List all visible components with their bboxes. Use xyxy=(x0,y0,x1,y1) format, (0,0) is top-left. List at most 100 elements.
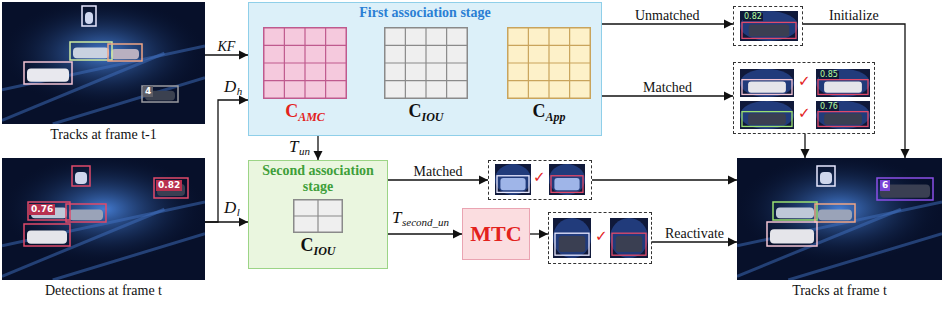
connector-arrow xyxy=(530,233,548,234)
track-box xyxy=(551,176,583,193)
crop-mark: 0.85 xyxy=(819,71,839,79)
track-box xyxy=(142,86,178,102)
car xyxy=(749,25,790,37)
crop-glow xyxy=(740,101,794,129)
grid-line xyxy=(385,80,468,81)
crop-ground xyxy=(549,164,585,195)
crop-glow xyxy=(740,11,798,41)
image-crop xyxy=(816,69,870,97)
track-box xyxy=(555,233,589,255)
car xyxy=(554,178,579,190)
matrix-label: CIOU xyxy=(293,235,343,261)
crop-mark: 0.76 xyxy=(819,103,839,111)
image-crop xyxy=(740,11,798,41)
crop-glow xyxy=(816,101,870,129)
track-box xyxy=(28,202,70,220)
crop-glow xyxy=(610,218,648,258)
image-crop xyxy=(816,101,870,129)
grid-line xyxy=(264,45,347,46)
crop-glow xyxy=(816,69,870,97)
track-box xyxy=(108,44,142,61)
stage-box: Second association stageCIOU xyxy=(248,160,388,269)
connector-arrow xyxy=(652,241,737,242)
grid-line xyxy=(508,45,591,46)
math-symbol: D xyxy=(224,78,236,95)
car xyxy=(748,82,786,93)
edge-label: Unmatched xyxy=(633,8,702,23)
track-box xyxy=(742,22,796,38)
math-symbol: T xyxy=(392,209,401,226)
matrix-symbol: App xyxy=(545,110,565,124)
road-streak xyxy=(2,209,164,276)
caption: Detections at frame t xyxy=(2,283,205,299)
grid-line xyxy=(385,45,468,46)
score-tag: 0.82 xyxy=(156,180,182,191)
math-subscript: un xyxy=(299,146,310,157)
crop-ground xyxy=(553,218,591,258)
car xyxy=(75,172,87,184)
crop-group: ✓0.85✓0.76 xyxy=(733,62,875,134)
crop-glow xyxy=(549,164,585,195)
connector-arrow xyxy=(804,134,805,158)
track-box xyxy=(154,178,188,198)
connector-arrow xyxy=(205,54,248,55)
matrix-grid xyxy=(384,27,468,99)
matrix-label: CAMC xyxy=(263,101,347,127)
track-box xyxy=(66,204,106,222)
matrix-cells xyxy=(264,28,347,99)
photo xyxy=(2,158,205,280)
car xyxy=(748,114,786,125)
track-box xyxy=(815,204,855,222)
track-box xyxy=(773,202,817,220)
track-box xyxy=(24,224,70,246)
crop-glow xyxy=(495,164,531,195)
car xyxy=(820,172,832,184)
matrix-grid xyxy=(293,199,343,233)
crop-group: 0.82 xyxy=(733,6,803,46)
road-streak xyxy=(2,53,164,120)
crop-ground xyxy=(740,69,794,97)
process-box: MTC xyxy=(462,208,530,260)
grid-line xyxy=(508,80,591,81)
edge-label: Matched xyxy=(641,80,694,95)
track-box xyxy=(817,166,835,186)
track-box xyxy=(72,166,90,186)
track-box xyxy=(742,112,792,127)
image-crop xyxy=(740,101,794,129)
matrix-symbol: IOU xyxy=(421,110,443,124)
crop-group: ✓ xyxy=(548,212,652,264)
matrix-symbol: IOU xyxy=(313,244,335,258)
track-id: 6 xyxy=(880,180,890,191)
math-symbol: D xyxy=(224,199,236,216)
car xyxy=(500,178,525,190)
photo xyxy=(2,2,205,124)
math-symbol: T xyxy=(289,138,298,155)
matrix-symbol: C xyxy=(285,101,298,121)
crop-ground xyxy=(740,11,798,41)
image-crop xyxy=(610,218,648,258)
cost-matrix: CAMC xyxy=(263,27,347,127)
image-crop xyxy=(549,164,585,195)
track-box xyxy=(767,222,817,246)
grid-line xyxy=(508,62,591,63)
cost-matrix: CIOU xyxy=(384,27,468,127)
stage-title: First association stage xyxy=(249,3,601,21)
edge-label: Matched xyxy=(412,164,465,179)
matrix-symbol: AMC xyxy=(298,110,325,124)
grid-line xyxy=(264,62,347,63)
track-box xyxy=(742,80,792,95)
car xyxy=(818,209,852,220)
caption: Tracks at frame t xyxy=(737,283,942,299)
crop-mark: ✓ xyxy=(798,74,811,89)
car xyxy=(776,207,814,218)
crop-mark: 0.82 xyxy=(743,13,763,21)
grid-line xyxy=(264,80,347,81)
connector-arrow xyxy=(592,179,737,180)
photo xyxy=(737,158,942,280)
road-streak xyxy=(737,202,942,246)
crop-glow xyxy=(553,218,591,258)
matrix-symbol: C xyxy=(300,235,313,255)
image-crop xyxy=(553,218,591,258)
connector-arrow xyxy=(803,24,905,158)
stage-box: First association stageCAMC CIOU C App xyxy=(248,2,602,136)
